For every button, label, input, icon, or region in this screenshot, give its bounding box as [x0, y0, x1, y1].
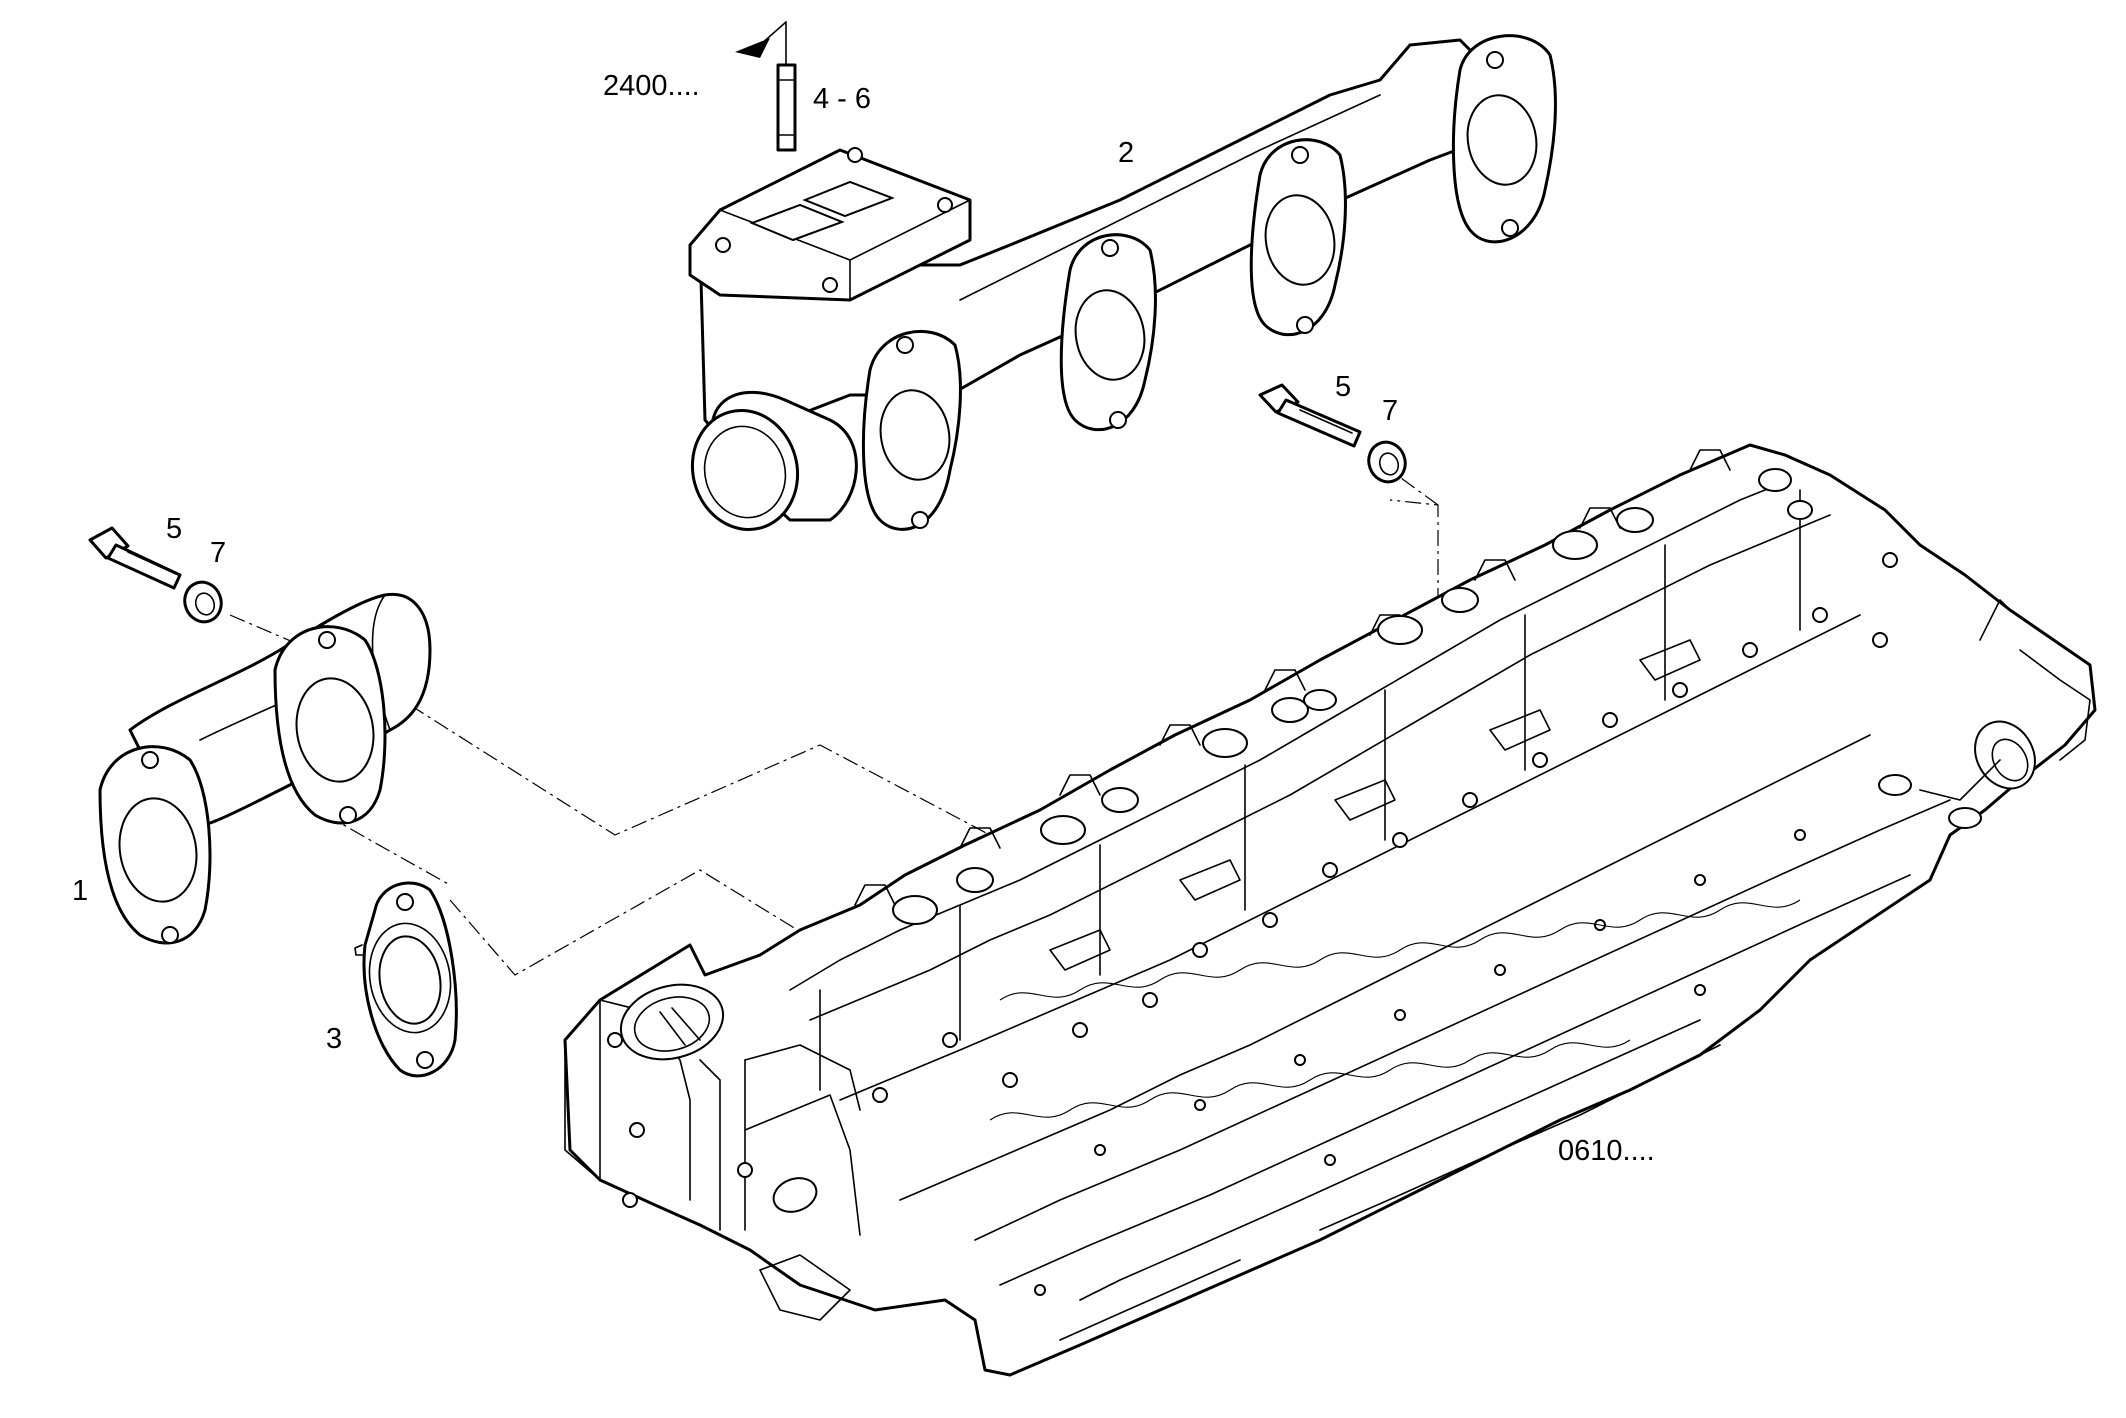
- manifold-stud: [735, 21, 797, 152]
- head-ribs: [819, 489, 1801, 1091]
- washer-upper: [1367, 440, 1407, 484]
- callout-2400: 2400....: [603, 70, 700, 102]
- head-rocker-arms: [1049, 639, 1701, 971]
- callout-5-lower: 5: [166, 513, 182, 545]
- callout-0610: 0610....: [1558, 1135, 1655, 1167]
- exhaust-manifold-rear: [688, 34, 1557, 531]
- washer-lower: [183, 580, 223, 624]
- exhaust-gasket: [354, 881, 458, 1078]
- callout-7-lower: 7: [210, 537, 226, 569]
- callout-5-upper: 5: [1335, 371, 1351, 403]
- callout-7-upper: 7: [1382, 395, 1398, 427]
- cylinder-head: [563, 443, 2097, 1377]
- bolt-upper: [1258, 383, 1362, 448]
- manifold-rear-flanges: [861, 34, 1557, 531]
- head-injector-bores: [892, 468, 1813, 925]
- exhaust-manifold-front: [98, 592, 432, 945]
- callout-labels: 2400.... 4 - 6 2 5 7 5 7 1 3 0610....: [72, 70, 1655, 1167]
- bolt-lower: [88, 526, 182, 590]
- callout-4-6: 4 - 6: [813, 83, 871, 115]
- callout-1: 1: [72, 875, 88, 907]
- callout-2: 2: [1118, 137, 1134, 169]
- head-deck-holes: [942, 552, 1898, 1296]
- callout-3: 3: [326, 1023, 342, 1055]
